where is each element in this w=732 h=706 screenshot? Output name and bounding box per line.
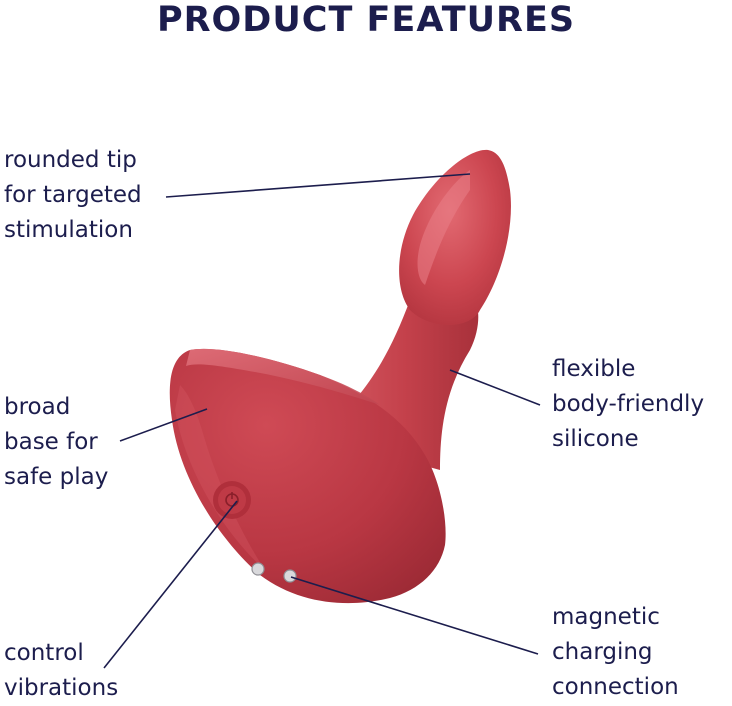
callout-line: magnetic — [552, 604, 660, 630]
callout-line: flexible — [552, 356, 636, 382]
product-tip — [399, 149, 511, 325]
callout-line: stimulation — [4, 217, 133, 243]
tip-highlight — [417, 170, 470, 285]
leader-line-control — [103, 500, 238, 669]
callout-line: vibrations — [4, 675, 119, 701]
callout-line: charging — [552, 639, 653, 665]
callout-control-vibrations: control vibrations — [4, 636, 118, 706]
callout-magnetic-charging: magnetic charging connection — [552, 600, 679, 705]
leader-line-flexible — [449, 369, 541, 406]
callout-rounded-tip: rounded tip for targeted stimulation — [4, 143, 142, 248]
callout-line: for targeted — [4, 182, 142, 208]
callout-line: broad — [4, 394, 71, 420]
charging-contact-right — [283, 569, 297, 583]
callout-line: rounded tip — [4, 147, 137, 173]
callout-flexible-silicone: flexible body-friendly silicone — [552, 352, 704, 457]
leader-line-base — [119, 408, 208, 442]
callout-broad-base: broad base for safe play — [4, 390, 108, 495]
callout-line: body-friendly — [552, 391, 705, 417]
product-base — [169, 348, 446, 604]
page-title: PRODUCT FEATURES — [156, 0, 576, 40]
control-button-inner — [218, 486, 246, 514]
callout-line: control — [4, 640, 84, 666]
callout-line: safe play — [4, 464, 109, 490]
callout-line: base for — [4, 429, 98, 455]
callout-line: connection — [552, 674, 679, 700]
leader-line-magnetic — [290, 576, 539, 655]
callout-line: silicone — [552, 426, 639, 452]
base-rim — [186, 348, 380, 405]
base-face-shadow — [175, 385, 265, 570]
leader-line-tip — [165, 173, 471, 198]
charging-contact-left — [251, 562, 265, 576]
